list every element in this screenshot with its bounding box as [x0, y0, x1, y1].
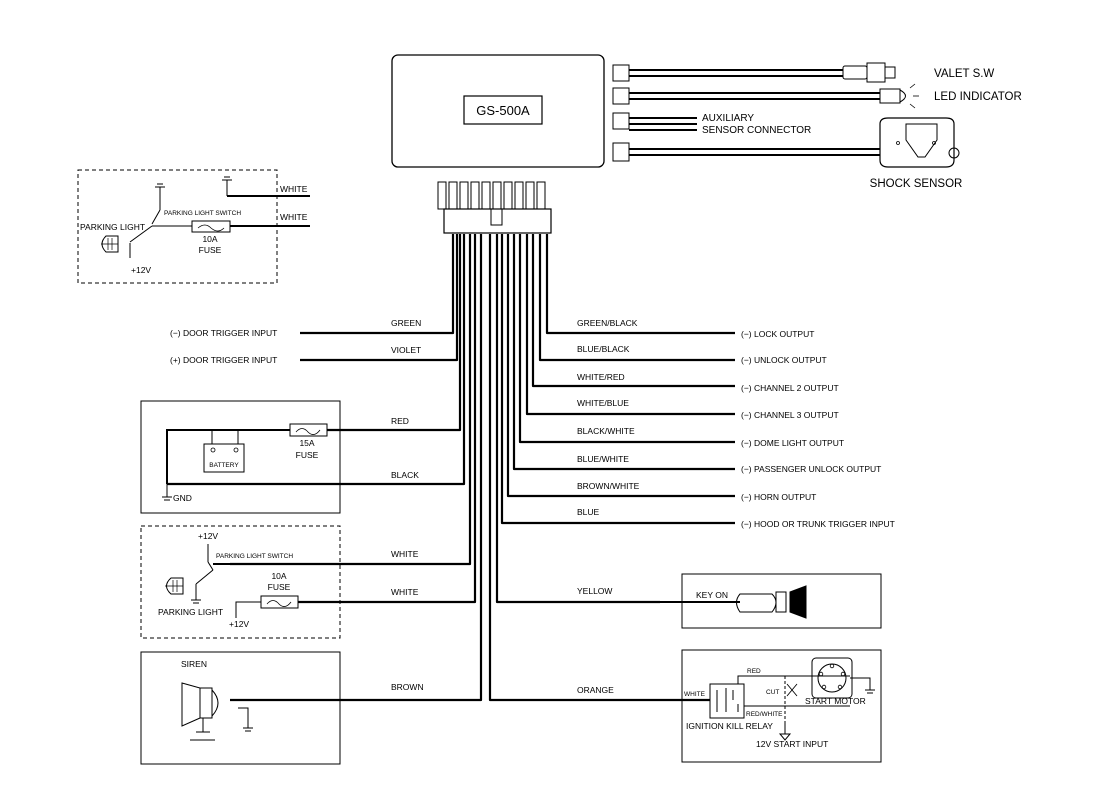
- top-supply-label: +12V: [131, 265, 151, 275]
- kill-white-label: WHITE: [684, 691, 706, 698]
- top-wire-white-2: WHITE: [280, 212, 308, 222]
- door-trigger-negative-input: (−) DOOR TRIGGER INPUT: [170, 328, 277, 338]
- bottom-parking-light-label: PARKING LIGHT: [158, 607, 223, 617]
- passenger-unlock-output-label: (−) PASSENGER UNLOCK OUTPUT: [741, 464, 881, 474]
- wire-color-blue-black: BLUE/BLACK: [577, 344, 630, 354]
- channel-3-output-label: (−) CHANNEL 3 OUTPUT: [741, 410, 839, 420]
- unlock-output-label: (−) UNLOCK OUTPUT: [741, 355, 827, 365]
- bottom-wire-white-1: WHITE: [391, 549, 419, 559]
- wire-color-green: GREEN: [391, 318, 421, 328]
- siren-label: SIREN: [181, 659, 207, 669]
- key-on-box: [660, 573, 882, 629]
- bottom-fuse-rating: 10A: [271, 571, 286, 581]
- battery-label: BATTERY: [209, 462, 239, 469]
- bottom-wire-white-2: WHITE: [391, 587, 419, 597]
- shock-sensor-device: [879, 117, 960, 168]
- wire-color-white-blue: WHITE/BLUE: [577, 398, 629, 408]
- shock-sensor-wire: [612, 142, 880, 162]
- siren-brown-wire-label: BROWN: [391, 682, 424, 692]
- ignition-kill-relay-label: IGNITION KILL RELAY: [686, 721, 773, 731]
- kill-redwhite-label: RED/WHITE: [746, 711, 783, 718]
- wire-color-green-black: GREEN/BLACK: [577, 318, 638, 328]
- shock-sensor-label: SHOCK SENSOR: [870, 178, 963, 190]
- top-fuse-label: FUSE: [199, 245, 222, 255]
- lock-output-label: (−) LOCK OUTPUT: [741, 329, 814, 339]
- orange-wire-label: ORANGE: [577, 685, 614, 695]
- main-harness-connector: [437, 181, 552, 234]
- door-trigger-positive-input: (+) DOOR TRIGGER INPUT: [170, 355, 277, 365]
- power-fuse-rating: 15A: [299, 438, 314, 448]
- top-parking-switch-label: PARKING LIGHT SWITCH: [164, 210, 241, 217]
- harness-right-wires: [488, 234, 735, 702]
- start-motor-label: START MOTOR: [805, 696, 866, 706]
- ground-label: GND: [173, 493, 192, 503]
- led-indicator-wire: [612, 83, 919, 109]
- power-fuse-label: FUSE: [296, 450, 319, 460]
- power-black-wire-label: BLACK: [391, 470, 419, 480]
- siren-box: [140, 651, 341, 765]
- led-indicator-label: LED INDICATOR: [934, 91, 1022, 103]
- horn-output-label: (−) HORN OUTPUT: [741, 492, 816, 502]
- bottom-supply-bottom-label: +12V: [229, 619, 249, 629]
- power-box: [140, 400, 341, 514]
- harness-left-wires: [167, 234, 483, 702]
- valet-switch-wire: [612, 62, 896, 83]
- wire-color-blue-white: BLUE/WHITE: [577, 454, 629, 464]
- bottom-fuse-label: FUSE: [268, 582, 291, 592]
- kill-cut-label: CUT: [766, 689, 779, 696]
- auxiliary-sensor-wire: [612, 112, 697, 131]
- wire-color-violet: VIOLET: [391, 345, 421, 355]
- dome-light-output-label: (−) DOME LIGHT OUTPUT: [741, 438, 844, 448]
- start-input-label: 12V START INPUT: [756, 739, 828, 749]
- bottom-supply-top-label: +12V: [198, 531, 218, 541]
- sensor-connector-label: SENSOR CONNECTOR: [702, 125, 811, 136]
- hood-trunk-trigger-label: (−) HOOD OR TRUNK TRIGGER INPUT: [741, 519, 895, 529]
- top-wire-white-1: WHITE: [280, 184, 308, 194]
- ignition-kill-box: [681, 649, 882, 763]
- valet-switch-label: VALET S.W: [934, 68, 994, 80]
- parking-light-box-bottom: [140, 525, 341, 639]
- gs500a-module: GS-500A: [391, 54, 605, 168]
- wire-color-white-red: WHITE/RED: [577, 372, 625, 382]
- top-fuse-rating: 10A: [202, 234, 217, 244]
- yellow-wire-label: YELLOW: [577, 586, 612, 596]
- bottom-parking-switch-label: PARKING LIGHT SWITCH: [216, 553, 293, 560]
- key-on-label: KEY ON: [696, 590, 728, 600]
- auxiliary-label: AUXILIARY: [702, 113, 754, 124]
- parking-light-box-top: [77, 169, 310, 284]
- wire-color-blue: BLUE: [577, 507, 600, 517]
- top-parking-light-label: PARKING LIGHT: [80, 222, 145, 232]
- channel-2-output-label: (−) CHANNEL 2 OUTPUT: [741, 383, 839, 393]
- kill-red-label: RED: [747, 668, 761, 675]
- wire-color-brown-white: BROWN/WHITE: [577, 481, 640, 491]
- module-name: GS-500A: [476, 103, 530, 118]
- power-red-wire-label: RED: [391, 416, 409, 426]
- wire-color-black-white: BLACK/WHITE: [577, 426, 635, 436]
